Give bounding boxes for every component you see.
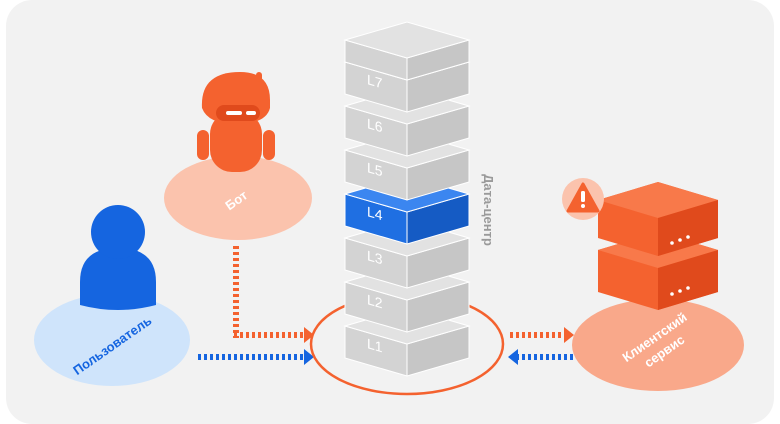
user-ellipse: [34, 294, 190, 386]
robot-icon: [197, 72, 275, 172]
client-service-node: Клиентский сервис: [562, 178, 744, 391]
return-traffic-arrow: [508, 349, 574, 365]
bot-node: Бот: [164, 72, 312, 240]
bot-traffic-arrow: [233, 244, 314, 343]
datacenter-label: Дата-центр: [481, 174, 496, 246]
outgoing-traffic-arrow: [508, 327, 574, 343]
layer-label-l6: L6: [367, 116, 383, 136]
person-icon: [80, 205, 156, 310]
layer-label-l3: L3: [367, 248, 383, 268]
layer-label-l1: L1: [367, 336, 383, 356]
layer-label-l5: L5: [367, 160, 383, 180]
layer-stack: L1 L2 L3 L4 L5 L6 L7: [343, 21, 471, 377]
layer-label-l7: L7: [367, 72, 383, 92]
user-traffic-arrow: [196, 349, 314, 365]
user-node: Пользователь: [34, 205, 190, 386]
stack-cap: [343, 21, 471, 81]
layer-label-l2: L2: [367, 292, 383, 312]
server-icon: [598, 182, 718, 310]
layer-label-l4: L4: [367, 204, 383, 224]
bot-ellipse: [164, 156, 312, 240]
warning-icon: [562, 178, 604, 220]
client-ellipse: [572, 299, 744, 391]
